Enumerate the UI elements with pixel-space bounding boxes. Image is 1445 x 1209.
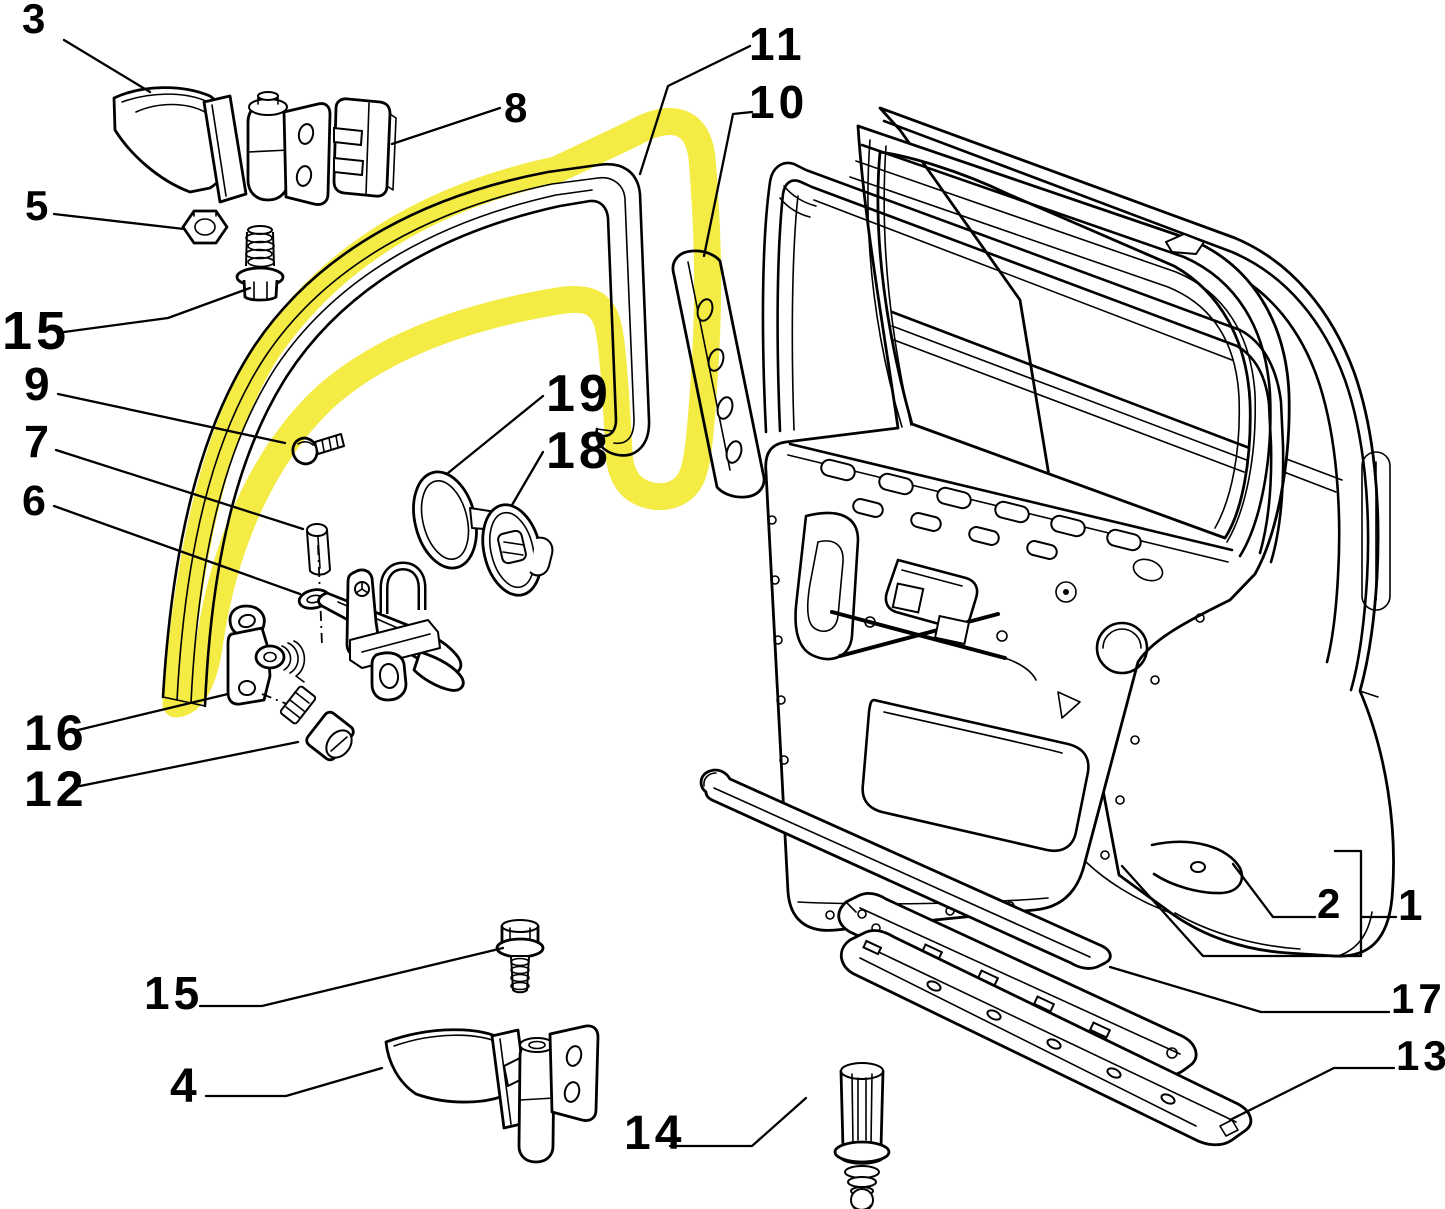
leader-12 [78,740,300,788]
upper-hinge [112,86,332,206]
hinge-bracket-16 [226,604,306,707]
callout-2: 2 [1317,880,1344,927]
leader-19 [446,394,545,475]
leader-4 [204,1066,384,1098]
panel-vent-slots [820,458,1142,560]
window-regulator-mechanism [830,582,1037,681]
frame-corner-clip [1165,233,1205,255]
callout-15-lower: 15 [144,967,203,1019]
leader-18 [510,450,545,507]
leader-15-lower [198,946,505,1008]
leader-16 [76,692,230,732]
hinge-nut [181,209,229,245]
highlight-marker-loop [162,108,722,718]
leader-10 [702,110,754,258]
callout-3: 3 [22,0,49,42]
expanding-clip-14 [833,1062,891,1209]
callout-12: 12 [24,761,88,817]
inner-door-panel [764,124,1291,932]
callout-5: 5 [25,182,52,229]
grommet-18 [481,503,554,597]
sill-rail-lower [840,929,1253,1147]
leader-17 [1108,965,1391,1014]
lower-hinge [384,1024,600,1164]
retainer-clip [332,97,397,198]
callout-7: 7 [24,416,53,467]
door-handle-recess [1361,451,1391,611]
leader-5 [52,212,186,231]
callout-numbers: 3 8 5 15 9 7 6 16 12 11 10 19 18 2 1 17 … [2,0,1445,1160]
callout-15-upper: 15 [2,301,70,361]
callout-13: 13 [1396,1032,1445,1079]
callout-11: 11 [749,18,806,70]
callout-17: 17 [1391,975,1445,1022]
leader-1-bracket [1120,849,1363,958]
leader-11 [638,44,752,176]
leader-14 [668,1096,808,1148]
leader-8 [390,106,502,146]
hinge-bolt-upper [235,225,285,302]
check-strap-assembly [297,561,465,702]
callout-14: 14 [624,1107,685,1160]
callout-8: 8 [504,84,531,131]
leader-9 [56,392,287,445]
belt-moulding-through-window [890,310,1262,473]
screw-9 [291,433,345,466]
glass-run-channel-frame [761,161,1285,564]
leader-15-upper [62,286,252,334]
callout-19: 19 [546,365,612,423]
socket-bolt-12 [279,685,355,762]
sill-trim-strips [699,768,1253,1147]
callout-18: 18 [546,422,612,480]
leader-2 [1231,862,1317,919]
callout-1: 1 [1398,881,1426,930]
callout-9: 9 [24,358,54,410]
callout-6: 6 [22,477,50,525]
lower-door-moulding [699,768,1112,970]
leader-3 [62,38,152,94]
callout-10: 10 [749,76,808,128]
hinge-bolt-lower [495,919,545,994]
leader-6 [52,504,302,596]
leader-13 [1228,1066,1396,1122]
leader-7 [54,448,305,531]
callout-4: 4 [170,1060,201,1113]
pin-7 [306,523,331,646]
callout-16: 16 [24,705,88,761]
leader-lines [52,38,1398,1148]
